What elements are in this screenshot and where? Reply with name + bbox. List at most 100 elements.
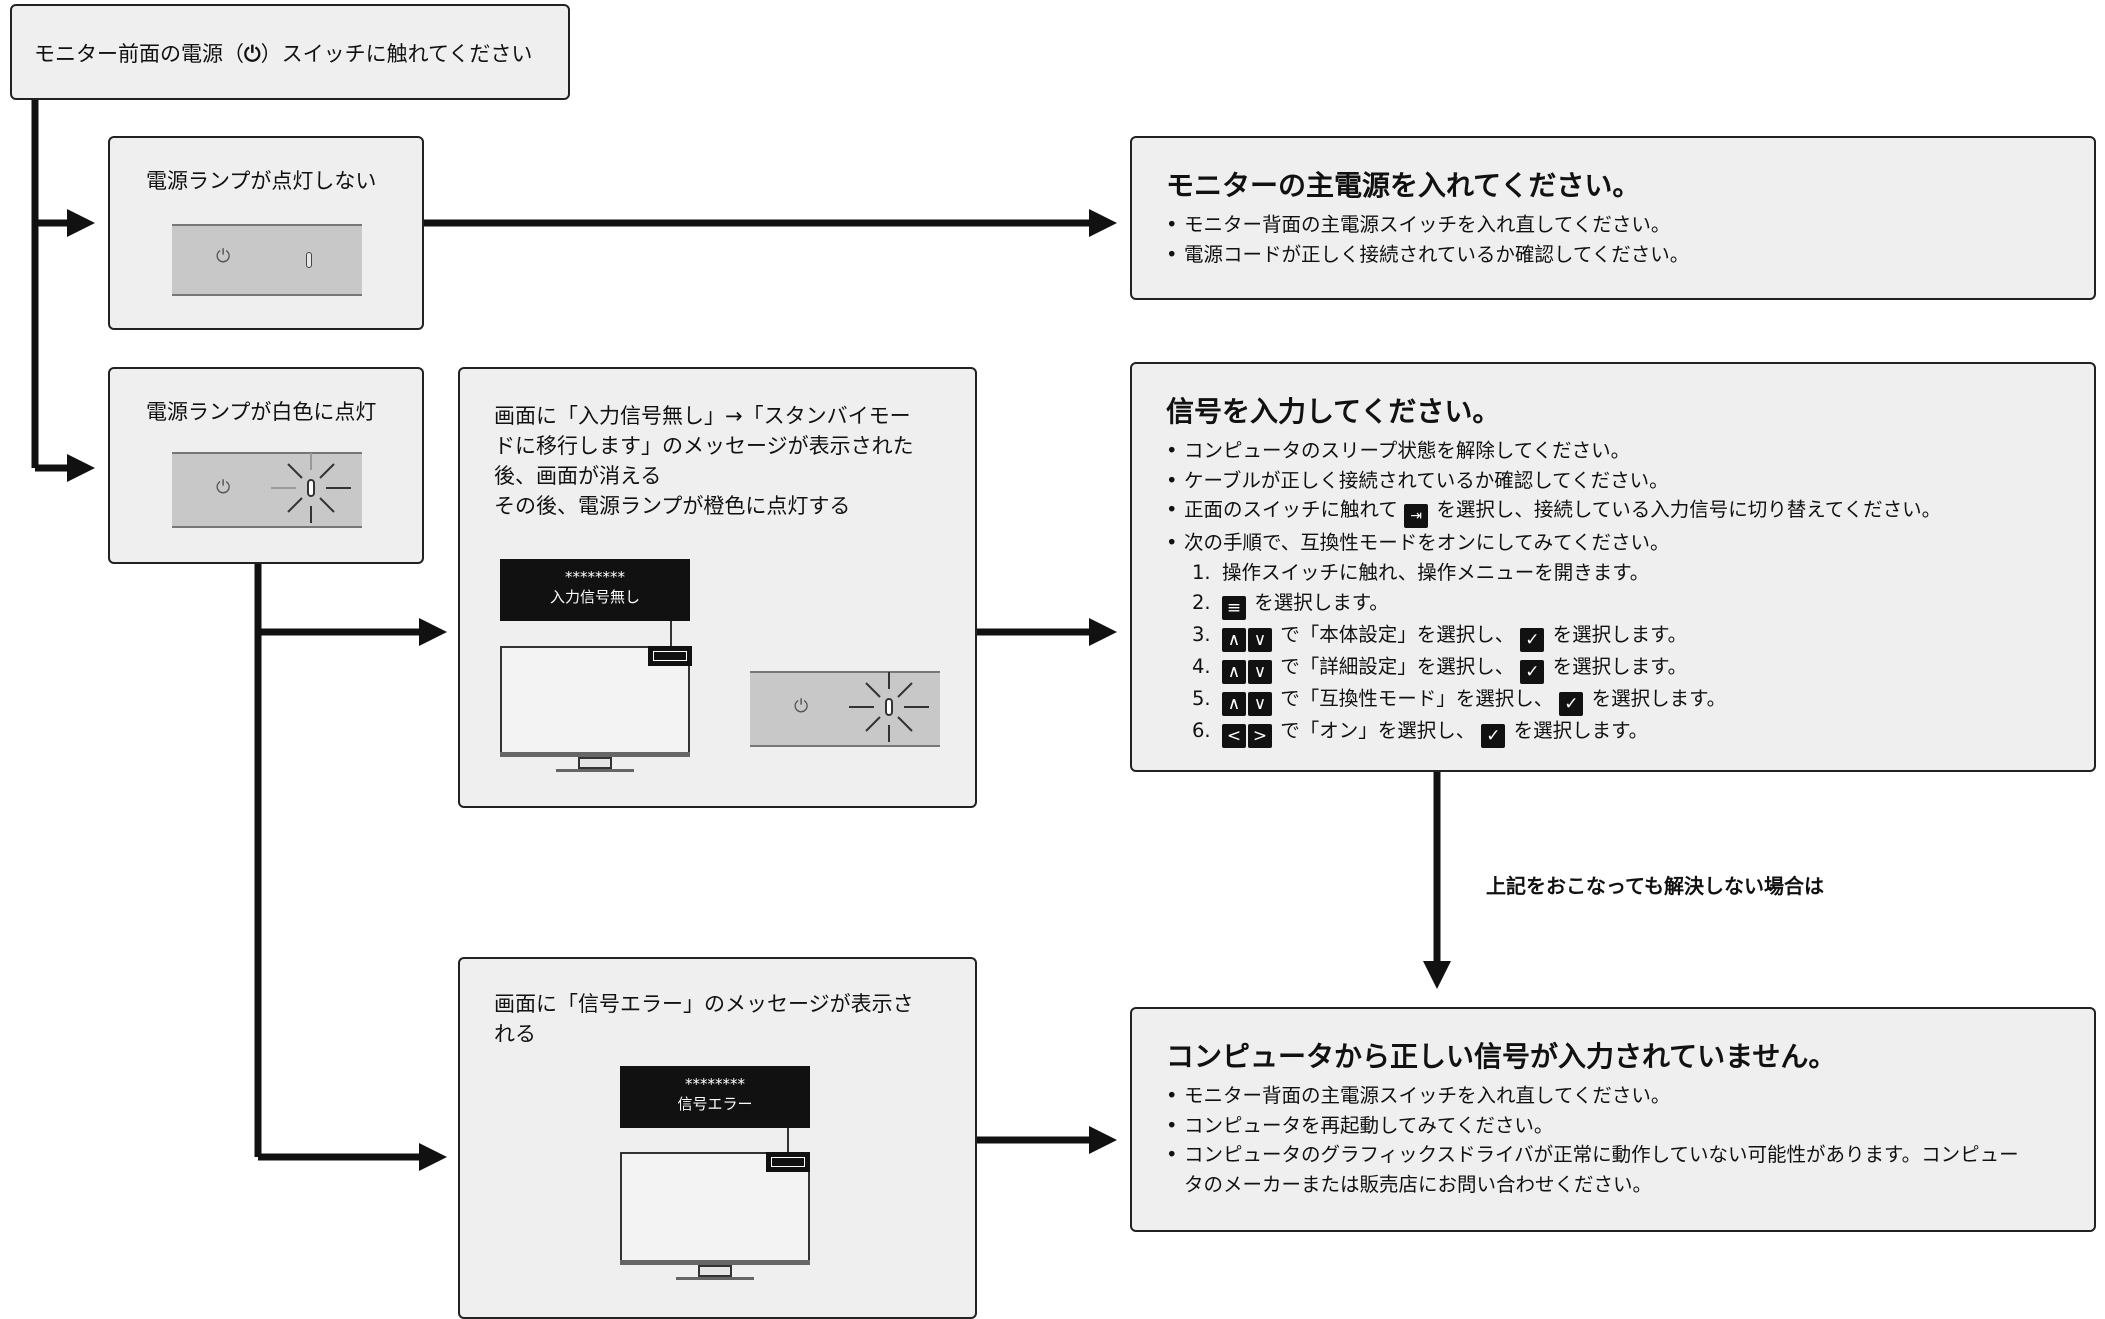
monitor-front-panel: ⏻ [750,671,940,747]
procedure-step: 2. ≡ を選択します。 [1166,588,2086,620]
result-title: 信号を入力してください。 [1166,395,1501,428]
lamp-glow-icon [271,453,351,523]
monitor-bezel [620,1260,810,1265]
description-line: ドに移行します」のメッセージが表示された [494,434,914,458]
monitor-stand [578,757,612,769]
onscreen-message: ******** 信号エラー [620,1066,810,1128]
step-number: 3. [1192,623,1211,646]
result-signal-box: 信号を入力してください。 コンピュータのスリープ状態を解除してください。 ケーブ… [1130,362,2096,772]
down-arrow-icon: ∨ [1248,660,1272,684]
result-title: コンピュータから正しい信号が入力されていません。 [1166,1040,1837,1073]
step-text: 操作スイッチに触れ、操作メニューを開きます。 [1222,560,1650,584]
result-bullet: コンピュータを再起動してみてください。 [1166,1111,2086,1141]
monitor-front-panel: ⏻ [172,224,362,296]
unresolved-note: 上記をおこなっても解決しない場合は [1486,874,1824,898]
step-text: で「互換性モード」を選択し、 [1280,687,1554,710]
step-text: で「詳細設定」を選択し、 [1280,655,1515,678]
up-arrow-icon: ∧ [1222,660,1246,684]
bullet-text: 正面のスイッチに触れて [1184,498,1398,521]
right-arrow-icon: > [1248,724,1272,748]
result-bullet-continuation: タのメーカーまたは販売店にお問い合わせください。 [1184,1172,1653,1196]
step-number: 6. [1192,719,1211,742]
no-signal-case-box: 画面に「入力信号無し」→「スタンバイモー ドに移行します」のメッセージが表示され… [458,367,977,808]
message-stars: ******** [685,1075,745,1093]
description-line: 後、画面が消える [494,464,662,488]
result-bullet: モニター背面の主電源スイッチを入れ直してください。 [1166,210,2086,240]
result-computer-box: コンピュータから正しい信号が入力されていません。 モニター背面の主電源スイッチを… [1130,1007,2096,1232]
check-icon: ✓ [1559,692,1584,716]
message-text: 信号エラー [677,1095,753,1113]
step-text: で「本体設定」を選択し、 [1280,623,1515,646]
message-text: 入力信号無し [549,588,640,606]
power-icon: ⏻ [216,477,231,498]
onscreen-message: ******** 入力信号無し [500,559,690,621]
procedure-step: 4. ∧∨ で「詳細設定」を選択し、 ✓ を選択します。 [1166,652,2086,684]
check-icon: ✓ [1520,628,1545,652]
bullet-text: を選択し、接続している入力信号に切り替えてください。 [1436,498,1942,521]
result-bullet: コンピュータのグラフィックスドライバが正常に動作していない可能性があります。コン… [1166,1140,2086,1170]
up-arrow-icon: ∧ [1222,628,1246,652]
up-arrow-icon: ∧ [1222,692,1246,716]
front-switch-highlight [648,646,692,666]
check-icon: ✓ [1481,724,1506,748]
result-bullet: 電源コードが正しく接続されているか確認してください。 [1166,240,2086,270]
power-icon: ⏻ [794,696,809,717]
procedure-step: 5. ∧∨ で「互換性モード」を選択し、 ✓ を選択します。 [1166,684,2086,716]
input-switch-icon: ⇥ [1404,504,1429,528]
step-number: 4. [1192,655,1211,678]
callout-line [670,621,672,649]
monitor-stand [698,1265,732,1277]
callout-line [787,1128,789,1156]
monitor-bezel [500,752,690,757]
monitor-foot [676,1277,754,1280]
signal-error-description: 画面に「信号エラー」のメッセージが表示さ れる [494,989,914,1049]
no-signal-description: 画面に「入力信号無し」→「スタンバイモー ドに移行します」のメッセージが表示され… [494,401,914,521]
step-text: を選択します。 [1513,719,1649,742]
result-title: モニターの主電源を入れてください。 [1166,169,1641,202]
check-icon: ✓ [1520,660,1545,684]
signal-error-case-box: 画面に「信号エラー」のメッセージが表示さ れる ******** 信号エラー [458,957,977,1319]
step-number: 1. [1192,560,1211,584]
result-bullet: モニター背面の主電源スイッチを入れ直してください。 [1166,1081,2086,1111]
start-label-after: ）スイッチに触れてください [260,42,533,66]
power-icon: ⏻ [216,246,231,267]
lamp-white-box: 電源ランプが白色に点灯 ⏻ [108,367,424,564]
procedure-step: 1. 操作スイッチに触れ、操作メニューを開きます。 [1166,558,2086,589]
result-bullet: コンピュータのスリープ状態を解除してください。 [1166,436,2086,466]
step-text: を選択します。 [1254,591,1389,614]
start-box: モニター前面の電源（⏻）スイッチに触れてください [10,4,570,100]
lamp-indicator-off [306,252,312,268]
lamp-off-label: 電源ランプが点灯しない [146,169,377,193]
power-icon: ⏻ [244,42,261,66]
step-text: を選択します。 [1591,687,1727,710]
left-arrow-icon: < [1222,724,1246,748]
front-switch-highlight [766,1152,810,1172]
step-number: 2. [1192,591,1211,614]
down-arrow-icon: ∨ [1248,628,1272,652]
lamp-white-label: 電源ランプが白色に点灯 [146,400,377,424]
description-line: その後、電源ランプが橙色に点灯する [494,494,851,518]
menu-icon: ≡ [1222,596,1246,620]
start-label: モニター前面の電源（⏻）スイッチに触れてください [34,39,532,69]
message-stars: ******** [565,568,625,586]
start-label-before: モニター前面の電源（ [34,42,244,66]
step-number: 5. [1192,687,1211,710]
result-bullet: 正面のスイッチに触れて ⇥ を選択し、接続している入力信号に切り替えてください。 [1166,495,2086,528]
description-line: 画面に「信号エラー」のメッセージが表示さ [494,992,914,1016]
description-line: 画面に「入力信号無し」→「スタンバイモー [494,404,911,428]
procedure-step: 6. <> で「オン」を選択し、 ✓ を選択します。 [1166,716,2086,748]
step-text: で「オン」を選択し、 [1280,719,1476,742]
step-text: を選択します。 [1552,655,1688,678]
monitor-foot [556,769,634,772]
monitor-front-panel: ⏻ [172,452,362,528]
down-arrow-icon: ∨ [1248,692,1272,716]
description-line: れる [494,1022,536,1046]
procedure-step: 3. ∧∨ で「本体設定」を選択し、 ✓ を選択します。 [1166,620,2086,652]
lamp-glow-icon [849,672,929,742]
lamp-off-box: 電源ランプが点灯しない ⏻ [108,136,424,330]
step-text: を選択します。 [1552,623,1688,646]
result-bullet: ケーブルが正しく接続されているか確認してください。 [1166,466,2086,496]
result-power-box: モニターの主電源を入れてください。 モニター背面の主電源スイッチを入れ直してくだ… [1130,136,2096,300]
result-bullet: 次の手順で、互換性モードをオンにしてみてください。 [1166,528,2086,558]
